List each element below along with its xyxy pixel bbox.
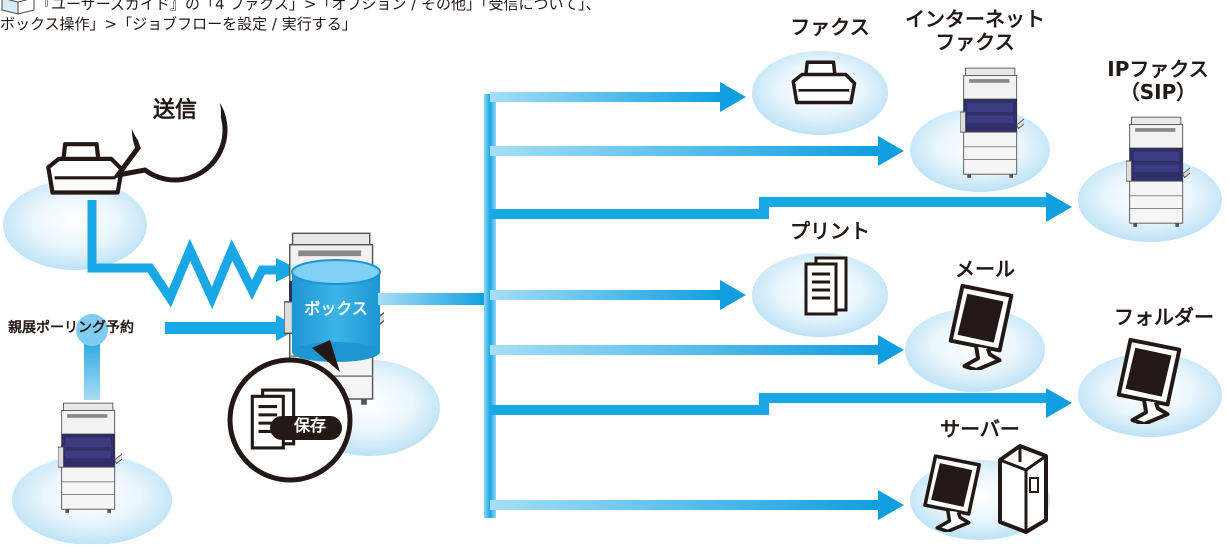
save-bubble bbox=[227, 340, 353, 483]
reference-line-1: 『ユーザーズガイド』の「4 ファクス」>「オプション / その他」「受信について… bbox=[36, 0, 601, 13]
polling-line bbox=[76, 314, 300, 400]
send-label: 送信 bbox=[152, 98, 197, 123]
mail-label: メール bbox=[955, 257, 1015, 281]
print-document-icon bbox=[804, 256, 848, 316]
fax-to-box-line bbox=[87, 200, 300, 310]
relay-polling-label: 親展ポーリング予約 bbox=[8, 320, 134, 336]
save-label: 保存 bbox=[293, 416, 326, 435]
server-label: サーバー bbox=[940, 417, 1020, 441]
branch-arrows bbox=[490, 82, 1072, 520]
manual-book-icon bbox=[1, 0, 35, 15]
folder-label: フォルダー bbox=[1114, 305, 1214, 329]
internet-fax-label: インターネット ファクス bbox=[905, 7, 1045, 54]
ip-fax-label: IPファクス （SIP） bbox=[1107, 57, 1209, 104]
server-tower-icon bbox=[998, 444, 1048, 534]
reference-line-2: ボックス操作」>「ジョブフローを設定 / 実行する」 bbox=[0, 15, 357, 33]
distribution-trunk bbox=[378, 94, 496, 518]
box-cylinder bbox=[291, 259, 381, 362]
fax-label: ファクス bbox=[790, 15, 870, 39]
sending-fax-icon bbox=[48, 144, 122, 192]
print-label: プリント bbox=[790, 219, 870, 243]
send-speech-bubble bbox=[112, 67, 228, 183]
box-label: ボックス bbox=[304, 299, 368, 318]
